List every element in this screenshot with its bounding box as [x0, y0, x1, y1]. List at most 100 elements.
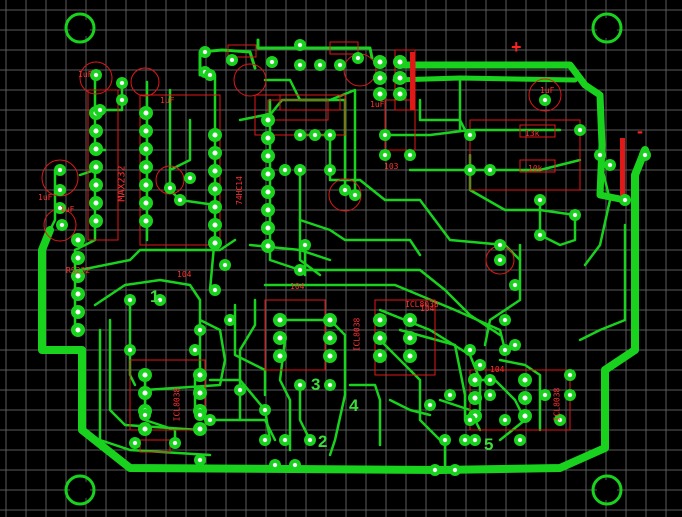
- mounting-hole-center: [70, 480, 90, 500]
- pad-hole: [597, 152, 603, 158]
- pad-hole: [327, 132, 333, 138]
- trace: [93, 278, 202, 382]
- pad-hole: [157, 297, 163, 303]
- pad-hole: [397, 75, 403, 81]
- pad-hole: [497, 257, 503, 263]
- pad-hole: [212, 186, 218, 192]
- resistor-13k-label: 13k: [525, 129, 540, 138]
- rs232-label: RS232: [66, 266, 91, 275]
- pad-hole: [197, 457, 203, 463]
- pad-hole: [75, 237, 81, 243]
- pad-hole: [212, 287, 218, 293]
- pad-hole: [577, 127, 583, 133]
- red-power-bar: [620, 138, 625, 200]
- pad-hole: [212, 132, 218, 138]
- pad-hole: [119, 97, 125, 103]
- pad-hole: [502, 417, 508, 423]
- pad-hole: [327, 353, 333, 359]
- pad-hole: [307, 437, 313, 443]
- trace: [378, 338, 447, 467]
- pad-hole: [207, 417, 213, 423]
- trace: [168, 118, 192, 172]
- pad-hole: [265, 189, 271, 195]
- cap-1uf-b-label: 1uF: [78, 70, 93, 79]
- mounting-hole: [64, 12, 96, 44]
- trace: [128, 298, 137, 387]
- pad-hole: [522, 395, 528, 401]
- channel-label-3: 3: [311, 375, 321, 394]
- trace: [298, 133, 522, 262]
- trace: [298, 218, 422, 257]
- ic-icl8038-2-label: ICL8038: [352, 317, 362, 352]
- trace: [268, 98, 502, 337]
- pad-hole: [467, 417, 473, 423]
- pad-hole: [297, 382, 303, 388]
- pad-hole: [407, 152, 413, 158]
- pad-hole: [172, 440, 178, 446]
- pad-hole: [317, 62, 323, 68]
- pad-hole: [57, 205, 63, 211]
- mounting-hole-center: [597, 18, 617, 38]
- pad-hole: [237, 387, 243, 393]
- pad-hole: [143, 218, 149, 224]
- pad-hole: [557, 417, 563, 423]
- ic-icl8038-3-label: ICL8038: [552, 387, 562, 422]
- pad-hole: [277, 317, 283, 323]
- cap-104c-label: 104: [420, 304, 435, 313]
- cap-outline: [79, 61, 113, 95]
- pad-hole: [327, 167, 333, 173]
- pad-hole: [57, 167, 63, 173]
- pad-hole: [537, 232, 543, 238]
- trace: [263, 283, 507, 352]
- pad-hole: [127, 347, 133, 353]
- mounting-holes: [64, 12, 623, 506]
- ic-max232-label: MAX232: [116, 165, 128, 202]
- polarity-plus: +: [511, 37, 522, 57]
- pad-hole: [212, 240, 218, 246]
- pad-hole: [265, 243, 271, 249]
- pad-hole: [427, 402, 433, 408]
- pad-hole: [93, 128, 99, 134]
- channel-label-2: 2: [318, 432, 328, 451]
- pad-hole: [297, 62, 303, 68]
- cap-outline: [528, 78, 562, 112]
- cap-outline: [130, 67, 160, 97]
- pad-hole: [517, 437, 523, 443]
- pad-hole: [292, 462, 298, 468]
- pad-hole: [143, 164, 149, 170]
- pad-hole: [377, 91, 383, 97]
- pad-hole: [462, 437, 468, 443]
- pad-hole: [377, 75, 383, 81]
- pad-hole: [212, 204, 218, 210]
- pad-hole: [132, 440, 138, 446]
- trace: [396, 61, 629, 204]
- pad-hole: [265, 153, 271, 159]
- trace: [348, 383, 382, 447]
- silk-outline: [279, 94, 341, 111]
- pad-hole: [59, 222, 65, 228]
- pad-hole: [93, 182, 99, 188]
- pad-hole: [522, 413, 528, 419]
- pad-hole: [467, 132, 473, 138]
- pad-hole: [197, 390, 203, 396]
- pad-hole: [93, 218, 99, 224]
- mounting-hole: [64, 474, 96, 506]
- pad-hole: [397, 59, 403, 65]
- pad-hole: [207, 72, 213, 78]
- pad-hole: [197, 327, 203, 333]
- cap-outline: [233, 63, 267, 97]
- pad-hole: [297, 132, 303, 138]
- pad-hole: [297, 167, 303, 173]
- pad-hole: [93, 200, 99, 206]
- pad-hole: [352, 192, 358, 198]
- trace: [98, 81, 124, 112]
- trace: [108, 318, 202, 432]
- pad-hole: [297, 267, 303, 273]
- pad-hole: [197, 412, 203, 418]
- pad-hole: [142, 412, 148, 418]
- ic-icl8038-4-label: ICL8038: [405, 300, 439, 309]
- pad-hole: [167, 185, 173, 191]
- trace: [208, 378, 272, 442]
- pad-hole: [187, 175, 193, 181]
